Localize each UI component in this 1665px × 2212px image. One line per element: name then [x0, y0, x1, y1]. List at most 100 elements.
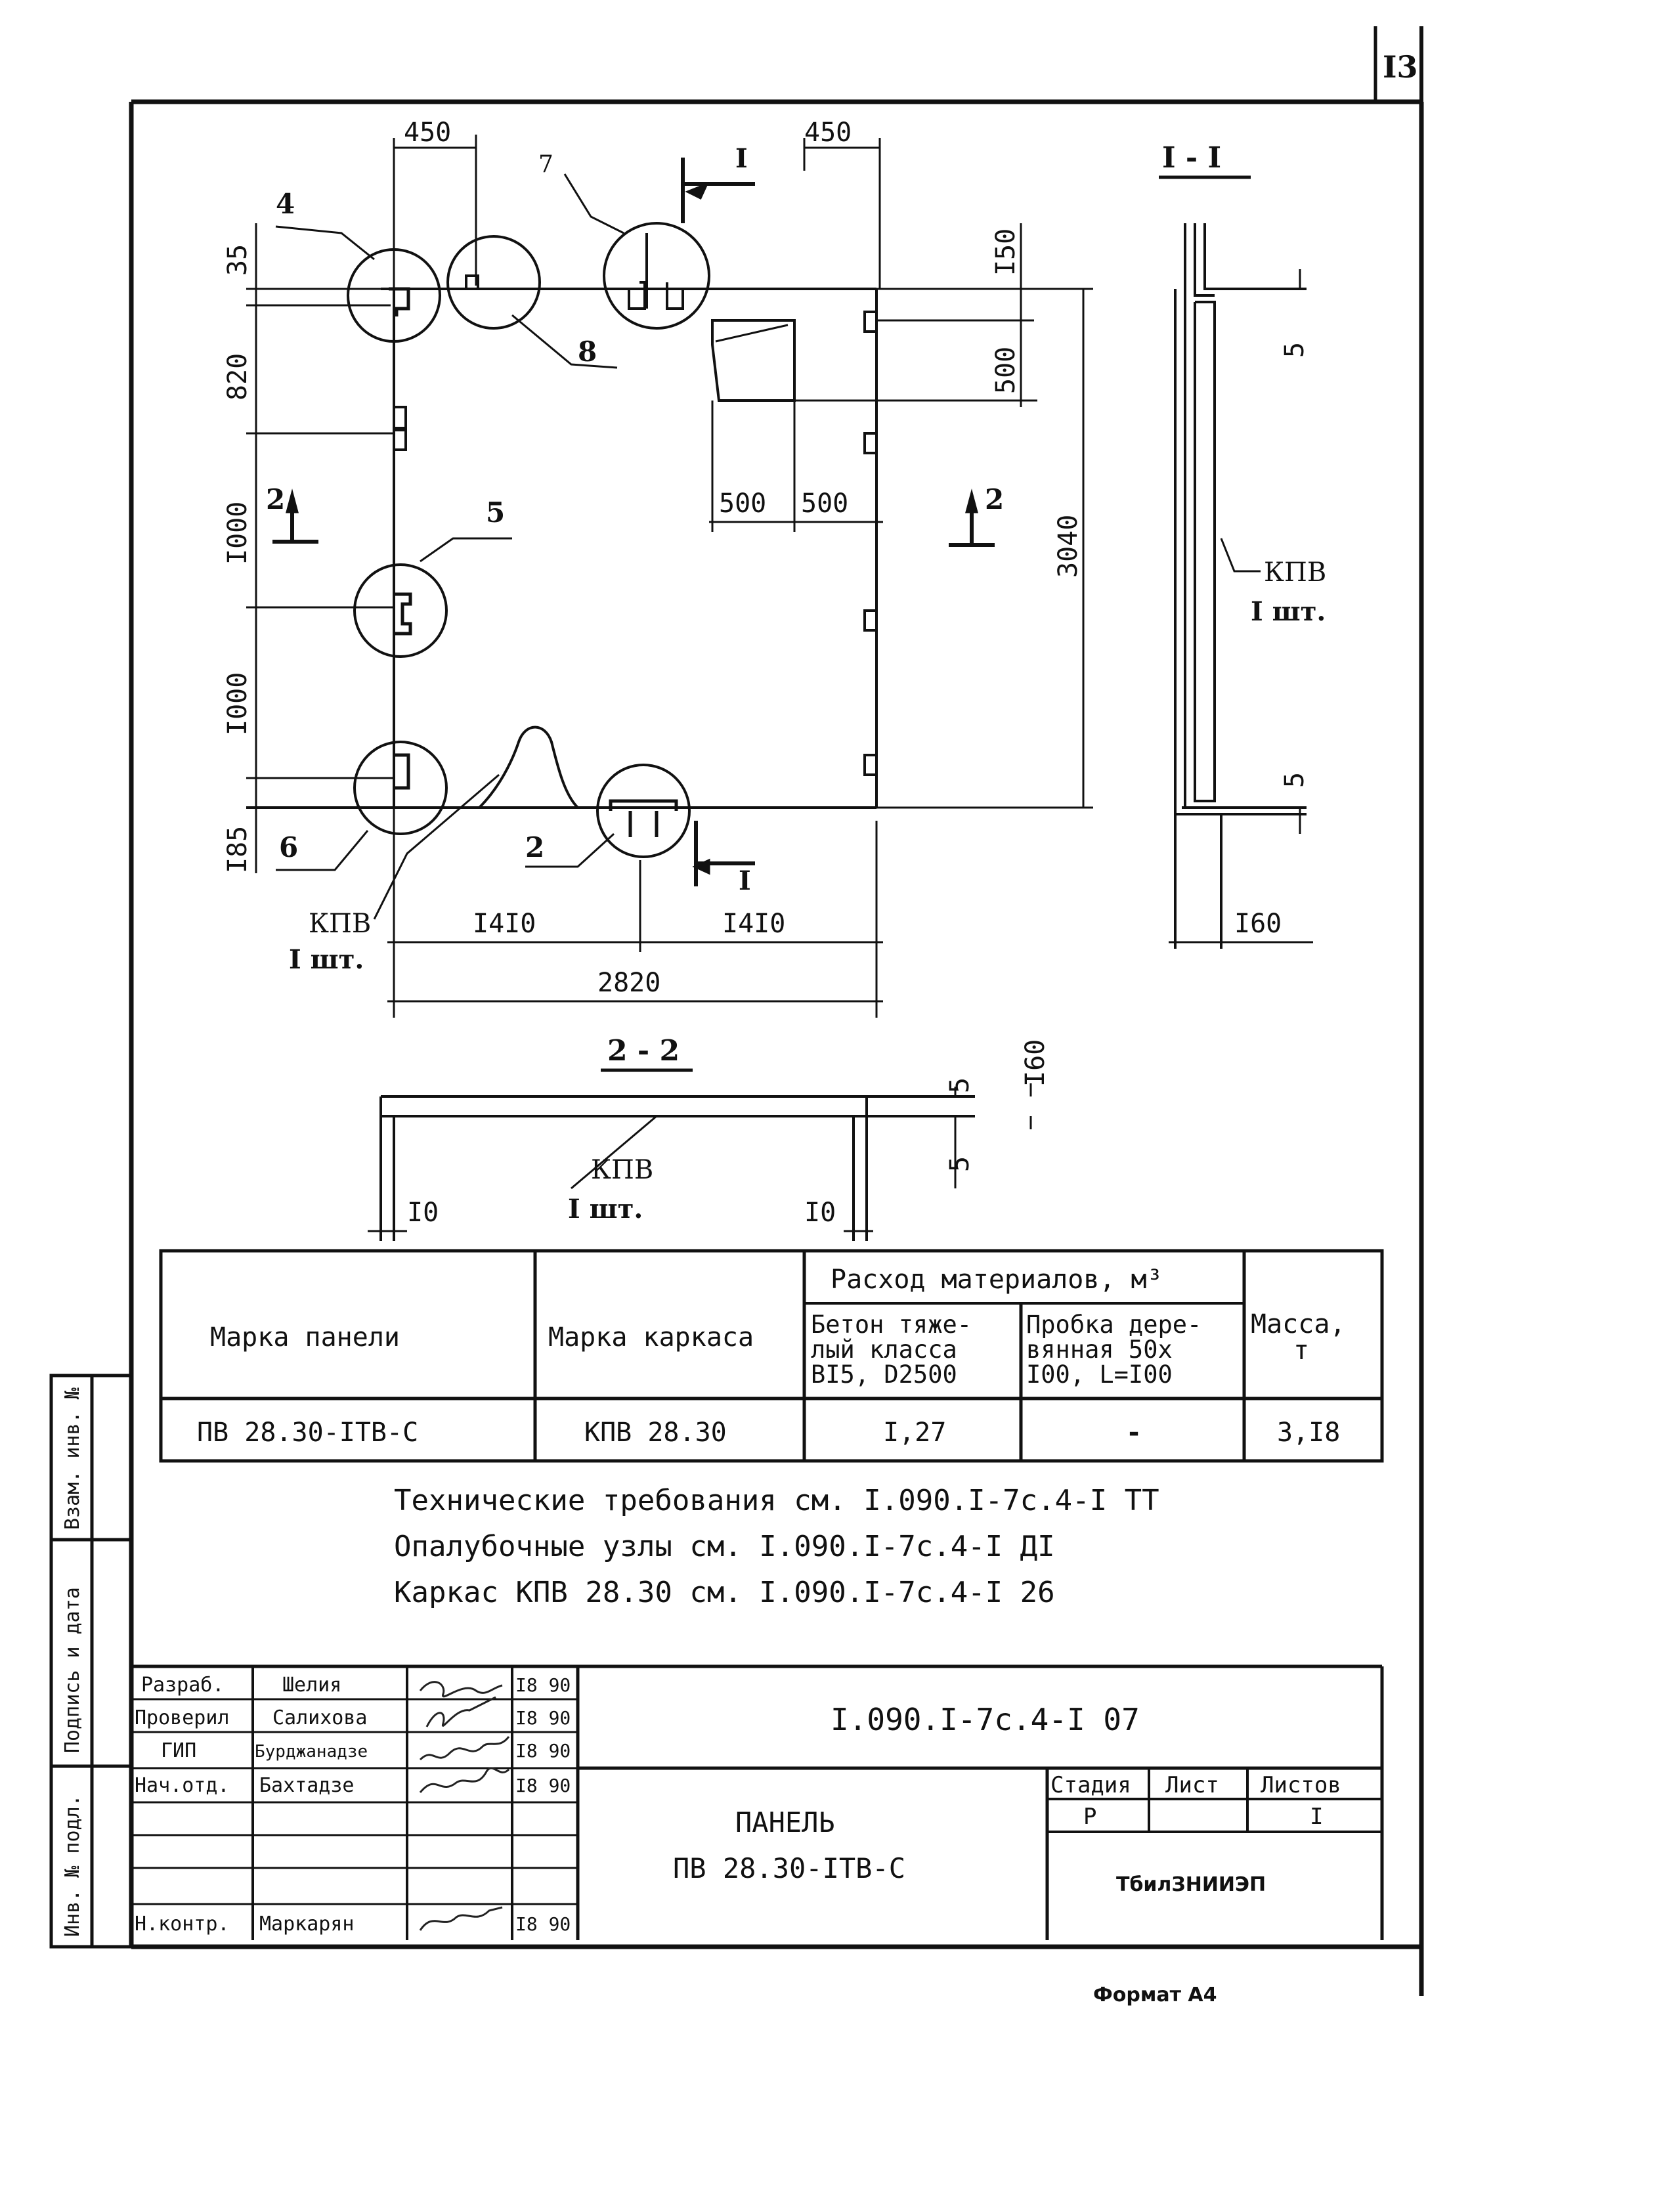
doc-code: I.090.I-7с.4-I 07	[831, 1702, 1140, 1737]
callout-5: 5	[486, 496, 505, 529]
callout-2: 2	[525, 831, 544, 863]
date-1: I8 90	[515, 1674, 571, 1696]
section-1-title: I - I	[1162, 141, 1221, 175]
spec-table-text: Марка панели Марка каркаса Расход матери…	[197, 1265, 1346, 1448]
date-3: I8 90	[515, 1740, 571, 1762]
sheet-frame	[129, 26, 1424, 1996]
side-stamp-box1: Взам. инв. №	[61, 1387, 84, 1530]
col-panel: Марка панели	[210, 1322, 400, 1353]
rotated-dim-labels: 35 820 I000 I000 I85 I50 500 3040 5 5 5 …	[223, 228, 1310, 1172]
dim-1000-a: I000	[223, 502, 253, 565]
section-2-dim-5b: 5	[945, 1156, 975, 1172]
section-2-kpv: КПВ	[591, 1155, 653, 1185]
kpv-main-label: КПВ	[309, 909, 371, 939]
kpv-main-qty: I шт.	[289, 944, 364, 975]
panel-title-l1: ПАНЕЛЬ	[735, 1806, 835, 1838]
dim-1410-b: I4I0	[722, 909, 785, 939]
section-2-2	[368, 1068, 1032, 1241]
dim-150: I50	[991, 228, 1021, 276]
section-1-kpv: КПВ	[1264, 557, 1326, 588]
dim-500-h2: 500	[801, 488, 848, 519]
section-2-dim-160: I60	[1020, 1039, 1050, 1087]
dim-top-left: 450	[404, 118, 451, 148]
section-2-title: 2 - 2	[607, 1034, 680, 1068]
notes: Технические требования см. I.090.I-7с.4-…	[394, 1484, 1159, 1609]
stage-label: Стадия	[1050, 1772, 1131, 1798]
title-block-grid	[131, 1664, 1384, 1940]
note-3: Каркас КПВ 28.30 см. I.090.I-7с.4-I 26	[394, 1576, 1055, 1609]
dim-2820: 2820	[597, 968, 660, 998]
detail-circle-2	[596, 764, 691, 858]
col-concrete-l2: лый класса	[811, 1335, 957, 1364]
section-1-1	[1159, 175, 1313, 949]
section-2-dim-10b: I0	[804, 1198, 836, 1228]
col-concrete-l3: BI5, D2500	[811, 1360, 957, 1389]
name-8: Маркарян	[259, 1913, 355, 1936]
date-4: I8 90	[515, 1775, 571, 1796]
dim-500-v: 500	[991, 347, 1021, 394]
col-materials: Расход материалов, м³	[831, 1265, 1163, 1295]
side-stamp-box3: Инв. № подл.	[61, 1794, 84, 1937]
detail-circles	[347, 222, 710, 858]
side-stamp-box2: Подпись и дата	[61, 1587, 84, 1753]
drawing-labels: 450 450 I I 4 8 7 5 6 2 2 2 500 500 I4I0…	[266, 118, 1326, 1228]
name-3: Бурджанадзе	[255, 1742, 368, 1762]
section-2-dim-5a: 5	[945, 1077, 975, 1093]
sheets-value: I	[1310, 1804, 1323, 1830]
callout-4: 4	[276, 188, 295, 220]
col-cork-l1: Пробка дере-	[1026, 1311, 1201, 1339]
section-mark-top: I	[735, 143, 748, 174]
role-8: Н.контр.	[135, 1913, 230, 1936]
name-2: Салихова	[272, 1706, 368, 1729]
spec-table	[159, 1249, 1384, 1463]
callout-6: 6	[279, 831, 298, 863]
date-2: I8 90	[515, 1707, 571, 1729]
col-concrete-l1: Бетон тяже-	[811, 1311, 972, 1339]
section-mark-bottom: I	[739, 865, 751, 896]
note-1: Технические требования см. I.090.I-7с.4-…	[394, 1484, 1159, 1517]
role-1: Разраб.	[141, 1674, 224, 1697]
panel-plan	[246, 288, 878, 809]
dimension-lines	[246, 135, 1093, 1018]
row-cork: -	[1126, 1418, 1142, 1448]
title-block-people: Разраб. Проверил ГИП Нач.отд. Н.контр. Ш…	[135, 1674, 571, 1936]
date-8: I8 90	[515, 1913, 571, 1935]
row-frame: КПВ 28.30	[584, 1418, 727, 1448]
sheet-label: Лист	[1165, 1772, 1219, 1798]
section-mark-2-left: 2	[266, 483, 285, 515]
dim-top-right: 450	[804, 118, 852, 148]
signatures	[419, 1681, 510, 1931]
role-2: Проверил	[135, 1706, 230, 1729]
row-mass: 3,I8	[1277, 1418, 1340, 1448]
col-cork-l2: вянная 50х	[1026, 1335, 1173, 1364]
dim-35: 35	[223, 244, 253, 276]
detail-circle-5	[353, 563, 448, 658]
panel-title-l2: ПВ 28.30-ITB-C	[673, 1852, 905, 1884]
sheet-number: I3	[1383, 49, 1418, 85]
side-stamp-text: Взам. инв. № Подпись и дата Инв. № подл.	[61, 1387, 84, 1937]
dim-185: I85	[223, 826, 253, 873]
dim-1410-a: I4I0	[473, 909, 536, 939]
row-concrete: I,27	[883, 1418, 946, 1448]
organization: ТбилЗНИИЭП	[1116, 1873, 1266, 1896]
format-label: Формат А4	[1093, 1984, 1217, 2006]
detail-circle-6	[353, 741, 448, 835]
col-mass-l2: т	[1293, 1335, 1309, 1366]
detail-circle-7	[603, 222, 710, 330]
section-1-dim-5b: 5	[1280, 772, 1310, 788]
section-mark-2-right: 2	[985, 483, 1004, 515]
col-frame: Марка каркаса	[548, 1322, 754, 1353]
stage-value: Р	[1083, 1804, 1096, 1830]
col-cork-l3: I00, L=I00	[1026, 1360, 1173, 1389]
name-4: Бахтадзе	[259, 1774, 355, 1797]
sheets-label: Листов	[1261, 1772, 1341, 1798]
callout-7: 7	[538, 151, 553, 178]
title-block-main: I.090.I-7с.4-I 07 ПАНЕЛЬ ПВ 28.30-ITB-C …	[673, 1702, 1341, 1896]
dim-3040: 3040	[1053, 515, 1083, 578]
section-2-dim-10a: I0	[407, 1198, 439, 1228]
section-1-dim-160: I60	[1234, 909, 1282, 939]
row-panel: ПВ 28.30-ITB-C	[197, 1418, 418, 1448]
role-4: Нач.отд.	[135, 1774, 230, 1797]
role-3: ГИП	[161, 1739, 196, 1762]
